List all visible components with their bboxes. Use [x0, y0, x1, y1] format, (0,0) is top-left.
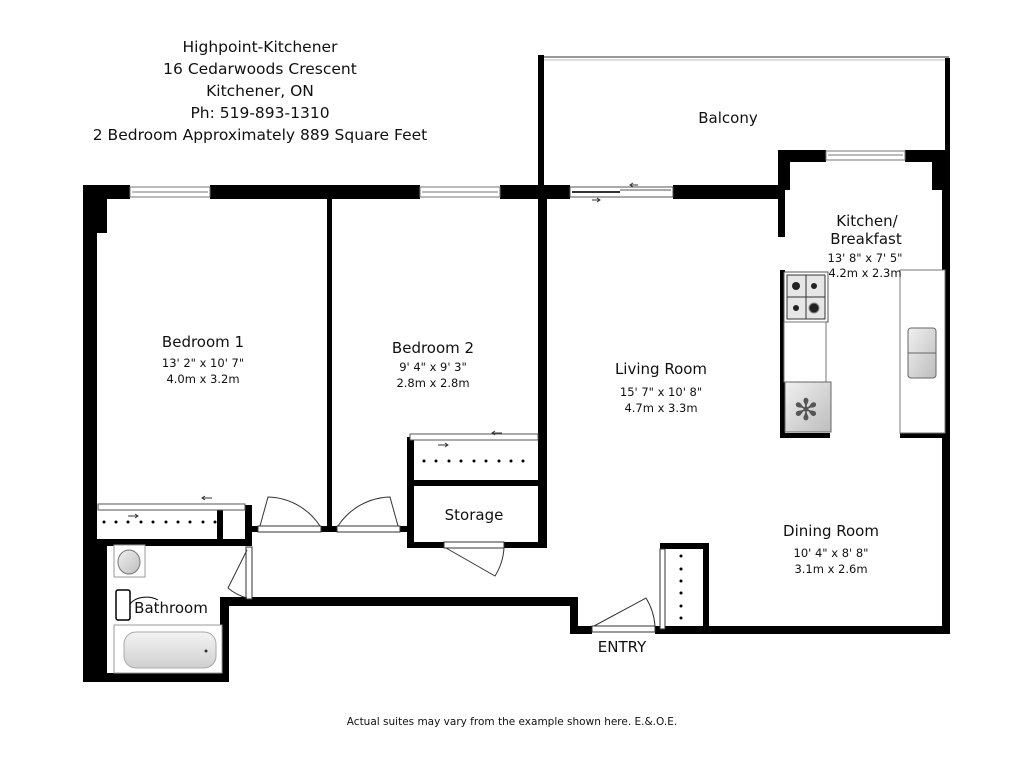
disclaimer: Actual suites may vary from the example … — [346, 716, 678, 728]
room-label-kitchen-line2: Breakfast — [830, 230, 902, 248]
windows — [129, 150, 906, 198]
closet-rods — [102, 459, 683, 620]
living-dimensions-imperial: 15' 7" x 10' 8" — [619, 385, 703, 399]
kitchen-fixtures: ✻ — [783, 269, 946, 434]
room-label-balcony: Balcony — [698, 109, 758, 127]
room-label-bathroom: Bathroom — [134, 599, 208, 617]
dining-dimensions-imperial: 10' 4" x 8' 8" — [793, 546, 869, 560]
property-header: Highpoint-Kitchener 16 Cedarwoods Cresce… — [70, 36, 450, 146]
kitchen-dimensions-metric: 4.2m x 2.3m — [828, 266, 902, 280]
room-label-kitchen-line1: Kitchen/ — [836, 212, 898, 230]
entry-label: ENTRY — [597, 638, 647, 656]
property-phone: Ph: 519-893-1310 — [190, 104, 330, 122]
unit-description: 2 Bedroom Approximately 889 Square Feet — [92, 126, 428, 144]
dining-dimensions-metric: 3.1m x 2.6m — [794, 562, 868, 576]
kitchen-dimensions-imperial: 13' 8" x 7' 5" — [827, 251, 903, 265]
room-label-bedroom1: Bedroom 1 — [161, 333, 245, 351]
bathroom-fixtures — [113, 544, 223, 674]
room-label-living-room: Living Room — [614, 360, 708, 378]
bedroom2-dimensions-metric: 2.8m x 2.8m — [396, 376, 470, 390]
living-dimensions-metric: 4.7m x 3.3m — [624, 401, 698, 415]
slide-arrows — [128, 182, 638, 519]
property-city: Kitchener, ON — [206, 82, 314, 100]
swing-doors — [227, 496, 666, 633]
sliding-doors — [97, 186, 674, 511]
room-label-storage: Storage — [444, 506, 504, 524]
balcony-outline — [538, 55, 950, 190]
bedroom2-dimensions-imperial: 9' 4" x 9' 3" — [399, 360, 467, 374]
exterior-walls — [83, 150, 950, 682]
property-address: 16 Cedarwoods Crescent — [163, 60, 357, 78]
bedroom1-dimensions-imperial: 13' 2" x 10' 7" — [161, 356, 245, 370]
property-name: Highpoint-Kitchener — [182, 38, 338, 56]
fan-icon: ✻ — [793, 393, 818, 428]
interior-walls — [97, 190, 945, 628]
room-label-dining-room: Dining Room — [783, 522, 879, 540]
bedroom1-dimensions-metric: 4.0m x 3.2m — [166, 372, 240, 386]
room-label-bedroom2: Bedroom 2 — [391, 339, 475, 357]
